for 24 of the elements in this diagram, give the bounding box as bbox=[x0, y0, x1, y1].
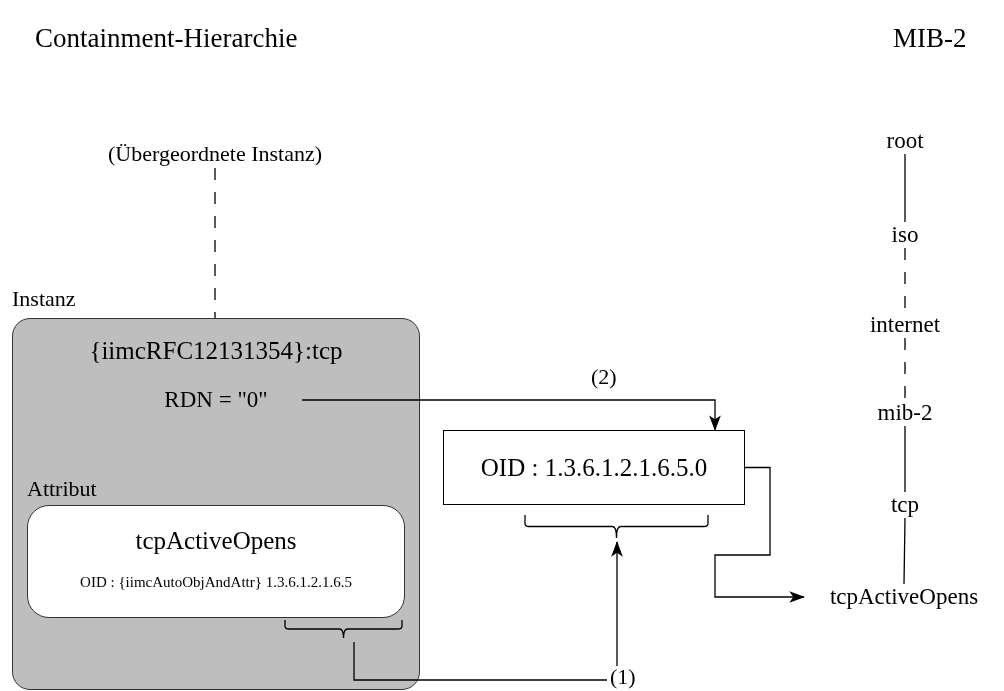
rdn-label: RDN = "0" bbox=[130, 386, 302, 414]
tree-node-label: iso bbox=[865, 222, 945, 248]
parent-instance-label: (Übergeordnete Instanz) bbox=[55, 140, 375, 168]
section-heading: Containment-Hierarchie bbox=[35, 25, 298, 52]
box-heading: Instanz bbox=[12, 288, 76, 310]
oid-box: OID : 1.3.6.1.2.1.6.5.0 bbox=[443, 430, 745, 505]
class-name: {iimcRFC12131354}:tcp bbox=[89, 338, 343, 363]
connector bbox=[904, 337, 906, 401]
connector bbox=[353, 541, 623, 681]
tree-node-label: mib-2 bbox=[865, 400, 945, 426]
attribute-name: tcpActiveOpens bbox=[135, 528, 297, 553]
connector bbox=[904, 425, 906, 493]
connector bbox=[714, 466, 805, 603]
tree-node-label: internet bbox=[845, 312, 965, 338]
section-heading: MIB-2 bbox=[893, 25, 967, 52]
connector bbox=[904, 153, 906, 223]
connector bbox=[903, 517, 906, 585]
tree-node-label: tcpActiveOpens bbox=[804, 584, 1004, 610]
connector bbox=[301, 399, 721, 431]
connector bbox=[214, 167, 216, 319]
tree-node-label: tcp bbox=[865, 492, 945, 518]
oid-text: OID : {iimcAutoObjAndAttr} 1.3.6.1.2.1.6.5 bbox=[80, 575, 352, 590]
box-heading: Attribut bbox=[27, 478, 97, 500]
tree-node-label: root bbox=[865, 128, 945, 154]
